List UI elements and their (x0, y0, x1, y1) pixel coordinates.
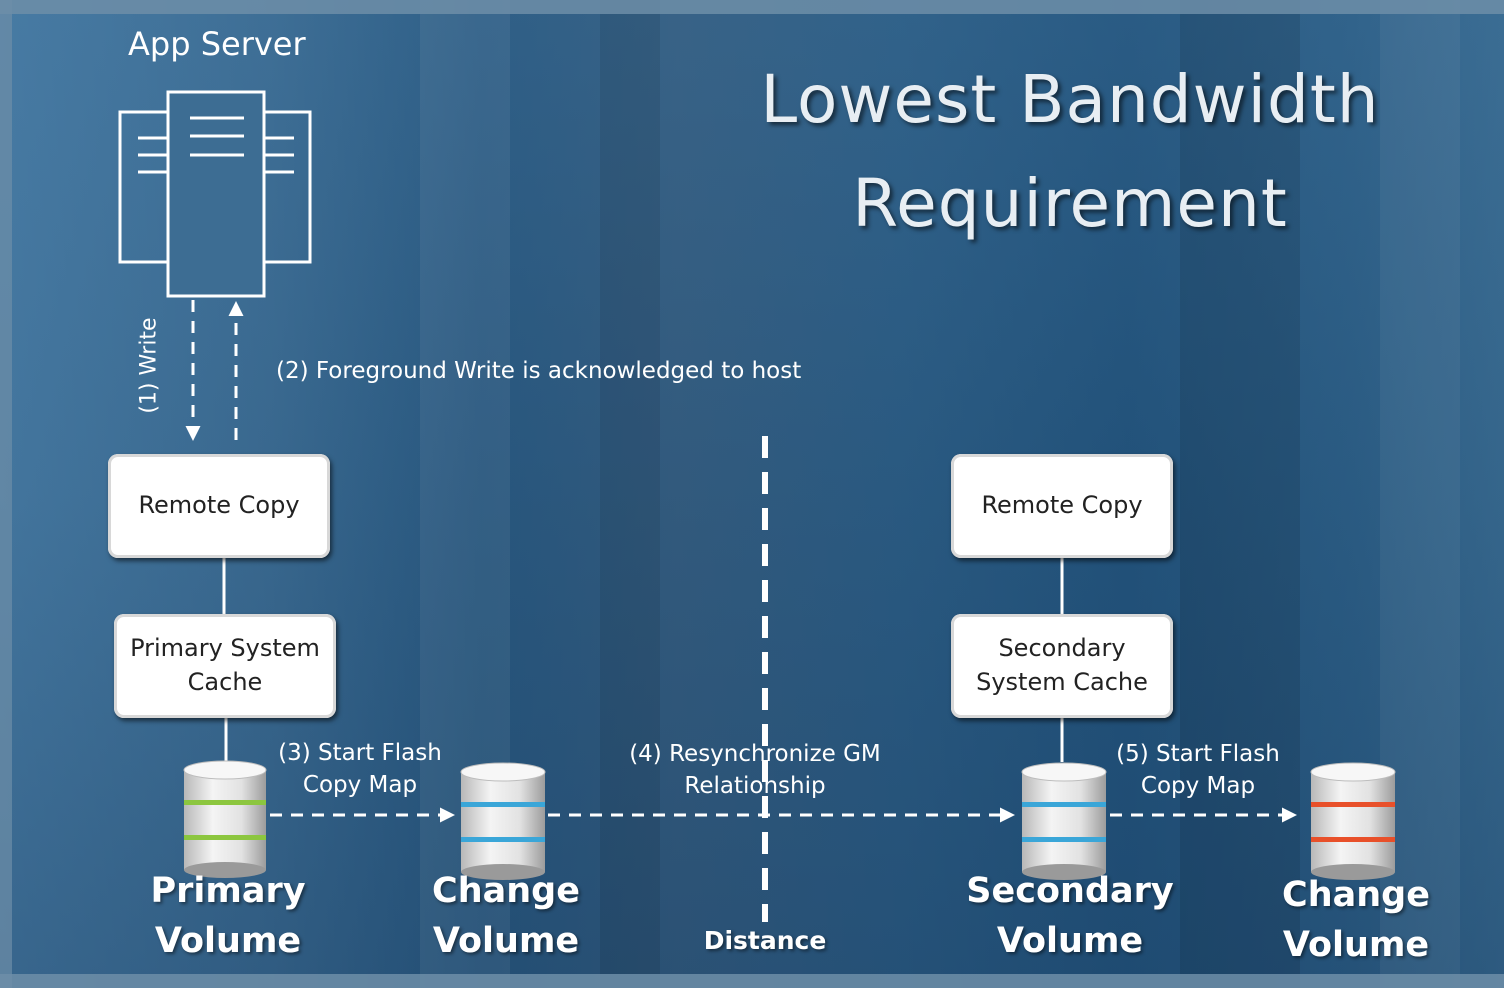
change-volume-1-label: Change Volume (396, 866, 616, 966)
secondary-cache-line-1: Secondary (998, 634, 1126, 663)
change-volume-2-line-2: Volume (1282, 925, 1430, 965)
secondary-volume-line-1: Secondary (966, 871, 1174, 911)
change-volume-2-line-1: Change (1282, 875, 1430, 915)
background-rack (1180, 0, 1300, 988)
background-rack (600, 0, 660, 988)
secondary-volume-line-2: Volume (996, 921, 1144, 961)
right-remote-copy-label: Remote Copy (981, 491, 1143, 520)
title-line-2: Requirement (852, 165, 1288, 242)
distance-label: Distance (703, 926, 827, 955)
app-server-label: App Server (128, 25, 306, 63)
secondary-volume-label: Secondary Volume (950, 866, 1190, 966)
slide-title: Lowest Bandwidth Requirement (690, 48, 1450, 256)
change-volume-2-label: Change Volume (1246, 870, 1466, 970)
primary-cache-line-2: Cache (187, 668, 263, 696)
write-step-label: (1) Write (136, 317, 162, 414)
primary-volume-icon (183, 760, 267, 878)
title-line-1: Lowest Bandwidth (760, 61, 1380, 138)
secondary-volume-icon (1021, 762, 1107, 880)
primary-volume-label: Primary Volume (118, 866, 338, 966)
change-volume-1-line-1: Change (432, 871, 580, 911)
flash-copy-step-5-label: (5) Start Flash Copy Map (1108, 741, 1288, 800)
app-server-icon (118, 90, 312, 298)
left-remote-copy-box: Remote Copy (108, 454, 330, 558)
resync-step-line-2: Relationship (684, 773, 826, 800)
change-volume-1-icon (460, 762, 546, 880)
resync-step-line-1: (4) Resynchronize GM (629, 741, 881, 767)
ack-step-label: (2) Foreground Write is acknowledged to … (276, 358, 802, 384)
primary-volume-line-1: Primary (150, 871, 306, 911)
primary-system-cache-box: Primary System Cache (114, 614, 336, 718)
right-remote-copy-box: Remote Copy (951, 454, 1173, 558)
primary-cache-line-1: Primary System (130, 634, 320, 663)
flash-copy-step-3-line-2: Copy Map (302, 772, 418, 799)
flash-copy-step-5-line-1: (5) Start Flash (1116, 741, 1280, 767)
flash-copy-step-3-label: (3) Start Flash Copy Map (270, 740, 450, 799)
change-volume-1-line-2: Volume (432, 921, 580, 961)
frame-top (0, 0, 1504, 14)
left-remote-copy-label: Remote Copy (138, 491, 300, 520)
primary-volume-line-2: Volume (154, 921, 302, 961)
frame-left (0, 0, 12, 988)
flash-copy-step-3-line-1: (3) Start Flash (278, 740, 442, 766)
resync-step-label: (4) Resynchronize GM Relationship (620, 741, 890, 800)
flash-copy-step-5-line-2: Copy Map (1140, 773, 1256, 800)
change-volume-2-icon (1310, 762, 1396, 880)
secondary-system-cache-box: Secondary System Cache (951, 614, 1173, 718)
frame-bottom (0, 974, 1504, 988)
secondary-cache-line-2: System Cache (976, 668, 1148, 696)
